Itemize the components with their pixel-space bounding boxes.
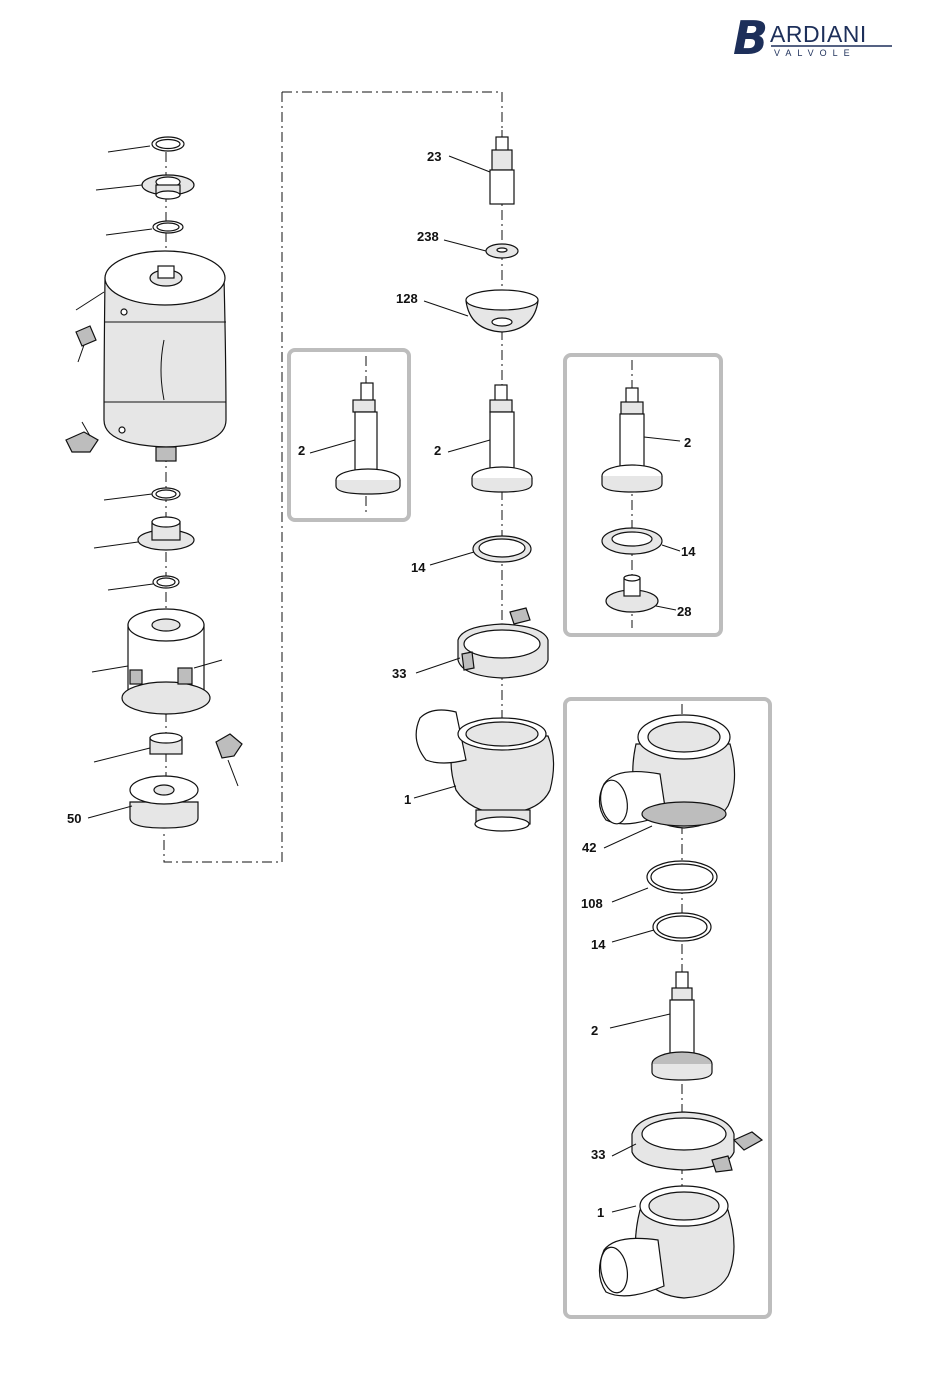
label-2-right: 2 [684,435,691,450]
label-238: 238 [417,229,439,244]
label-42: 42 [582,840,596,855]
stem-left-box [310,356,400,512]
lower-assembly [597,704,762,1298]
logo-subtitle: VALVOLE [774,48,856,58]
logo-name: ARDIANI [770,21,867,47]
actuator-assembly [66,137,242,828]
logo-initial: B [733,11,768,65]
bardiani-logo: B ARDIANI VALVOLE [733,11,892,65]
stem-right-box [602,360,680,628]
label-50: 50 [67,811,81,826]
label-28: 28 [677,604,691,619]
label-33-low: 33 [591,1147,605,1162]
label-14-low: 14 [591,937,606,952]
label-1-low: 1 [597,1205,604,1220]
group-box-left [289,350,409,520]
label-1-mid: 1 [404,792,411,807]
label-2-mid: 2 [434,443,441,458]
label-108: 108 [581,896,603,911]
label-128: 128 [396,291,418,306]
label-23: 23 [427,149,441,164]
label-14-mid: 14 [411,560,426,575]
label-33-mid: 33 [392,666,406,681]
label-2-left: 2 [298,443,305,458]
label-2-low: 2 [591,1023,598,1038]
label-14-right: 14 [681,544,696,559]
